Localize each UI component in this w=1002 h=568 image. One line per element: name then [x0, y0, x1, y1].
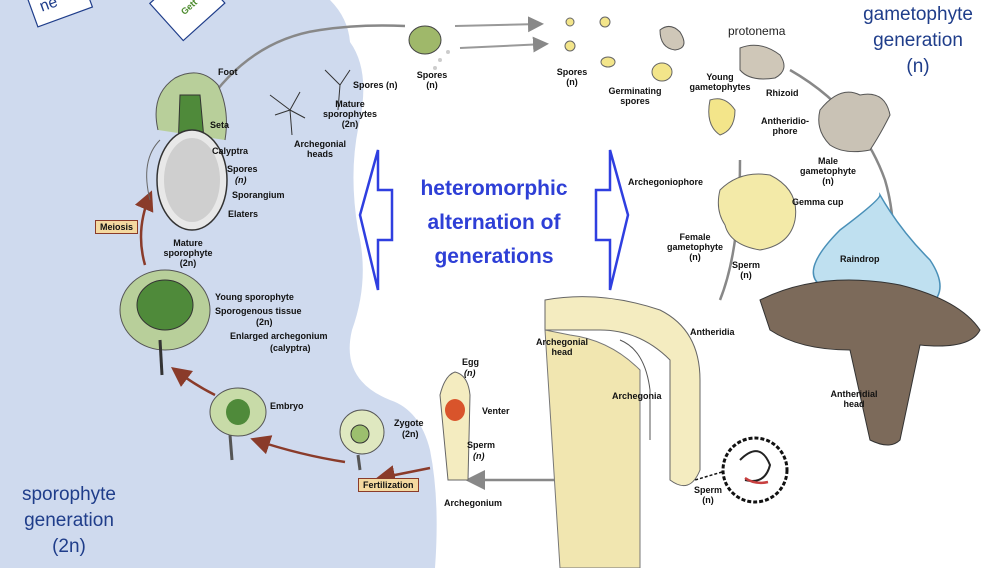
- label-spores-n-1: Spores: [227, 164, 258, 174]
- label-spores-n-1b: (n): [235, 175, 247, 185]
- label-antheridiophore: Antheridio-phore: [761, 116, 809, 136]
- archegonial-heads-illustration: [269, 69, 351, 136]
- protonema-illustration: [659, 26, 785, 80]
- male-gametophyte-illustration: [818, 91, 891, 153]
- label-sperm-left2: (n): [473, 451, 485, 461]
- label-elaters: Elaters: [228, 209, 259, 219]
- label-sporogenous: Sporogenous tissue: [215, 306, 302, 316]
- label-egg: Egg: [462, 357, 479, 367]
- label-young-sporophyte: Young sporophyte: [215, 292, 294, 302]
- gametophyte-generation-label: gametophyte generation (n): [863, 4, 973, 77]
- label-egg2: (n): [464, 368, 476, 378]
- mature-sporophyte-illustration: [146, 72, 228, 231]
- female-gametophyte-illustration: [717, 173, 797, 251]
- label-raindrop: Raindrop: [840, 254, 880, 264]
- protonema-label: protonema: [728, 24, 786, 38]
- label-embryo: Embryo: [270, 401, 304, 411]
- label-antheridia: Antheridia: [690, 327, 735, 337]
- spore-capsule-illustration: [408, 25, 450, 70]
- meiosis-box: Meiosis: [95, 220, 139, 234]
- label-seta: Seta: [210, 120, 230, 130]
- label-sperm-mid: Sperm(n): [731, 260, 760, 280]
- label-zygote2: (2n): [402, 429, 419, 439]
- center-title: heteromorphic alternation of generations: [420, 177, 568, 268]
- label-venter: Venter: [482, 406, 510, 416]
- embryo-illustration: [209, 387, 267, 461]
- label-spores-top-left: Spores (n): [353, 80, 398, 90]
- label-spores-mid: Spores(n): [416, 70, 448, 90]
- archegonium-illustration: [439, 371, 471, 481]
- label-enlarged: Enlarged archegonium: [230, 331, 328, 341]
- label-archegonia: Archegonia: [612, 391, 662, 401]
- label-spores-right: Spores(n): [556, 67, 588, 87]
- young-sporophyte-illustration: [119, 269, 211, 376]
- label-foot: Foot: [218, 67, 238, 77]
- label-archegonium: Archegonium: [444, 498, 503, 508]
- zygote-illustration: [339, 409, 385, 471]
- sperm-inset: [694, 436, 789, 504]
- sporophyte-generation-label: sporophyte generation (2n): [21, 484, 116, 557]
- label-rhizoid: Rhizoid: [766, 88, 799, 98]
- fertilization-box: Fertilization: [358, 478, 419, 492]
- antheridial-head-illustration: [759, 279, 981, 446]
- label-gemma-cup: Gemma cup: [792, 197, 844, 207]
- label-sporogenous2: (2n): [256, 317, 273, 327]
- label-zygote: Zygote: [394, 418, 424, 428]
- center-double-arrow: [358, 149, 630, 291]
- corner-badge-right: [148, 0, 226, 42]
- label-calyptra: Calyptra: [212, 146, 249, 156]
- corner-badge-left: [24, 0, 94, 28]
- label-sperm-bottom: Sperm(n): [693, 485, 722, 505]
- label-sperm-left: Sperm: [467, 440, 496, 450]
- archegonial-head-illustration: [544, 296, 701, 568]
- sporophyte-region: [0, 0, 437, 568]
- label-sporangium: Sporangium: [232, 190, 285, 200]
- germinating-spores-illustration: [564, 16, 736, 136]
- label-archegoniophore: Archegoniophore: [628, 177, 704, 187]
- label-enlarged2: (calyptra): [270, 343, 311, 353]
